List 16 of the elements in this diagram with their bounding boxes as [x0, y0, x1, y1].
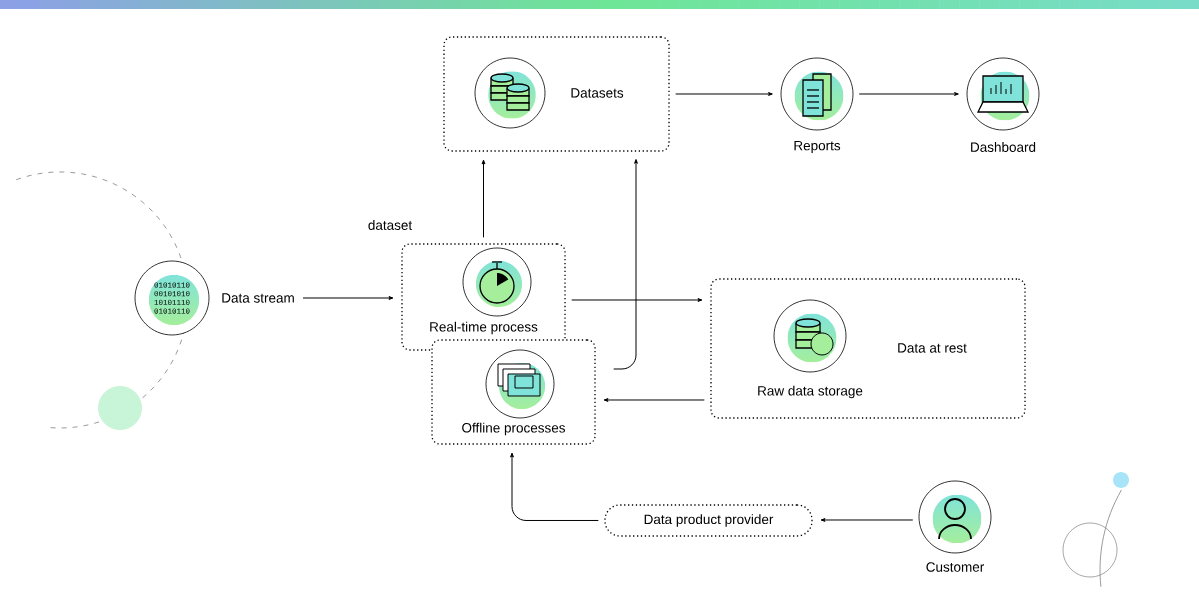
node-label: Data stream	[222, 293, 294, 303]
arrow	[603, 398, 705, 402]
arrow	[858, 92, 959, 96]
arrow	[613, 159, 638, 370]
arrow	[481, 159, 486, 238]
arrow	[820, 518, 914, 522]
node-label: Raw data storage	[758, 385, 863, 399]
rounded-box: Data product provider	[604, 504, 813, 537]
arrow	[571, 298, 703, 302]
dataset-label: dataset	[368, 220, 413, 230]
node-label: Customer	[926, 562, 985, 572]
arrow	[510, 452, 599, 521]
arrow	[675, 92, 773, 96]
node-label: Dashboard	[971, 142, 1036, 152]
arrow	[302, 296, 394, 300]
node-label: Reports	[794, 140, 841, 154]
